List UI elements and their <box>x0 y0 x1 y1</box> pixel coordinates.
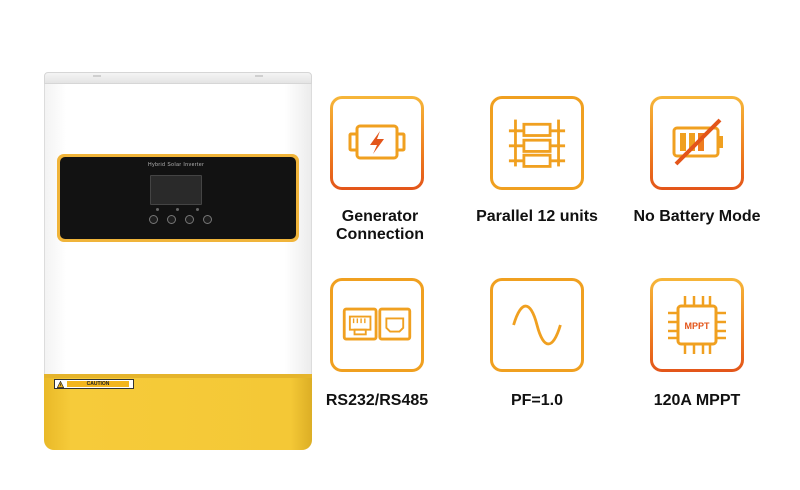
generator-icon <box>348 124 406 160</box>
status-led <box>156 208 159 211</box>
inverter-image: Hybrid Solar Inverter CAUTION <box>44 72 312 450</box>
inverter-top-cap <box>44 72 312 84</box>
feature-label-no-battery: No Battery Mode <box>633 208 761 225</box>
mppt-chip-icon: MPPT <box>668 296 726 354</box>
inverter-control-panel: Hybrid Solar Inverter <box>57 154 299 242</box>
inverter-bottom-cover: CAUTION <box>44 374 312 450</box>
panel-button <box>149 215 158 224</box>
sine-wave-icon <box>512 304 562 346</box>
no-battery-icon <box>672 118 723 166</box>
feature-tile-generator <box>330 96 424 190</box>
feature-tile-ports <box>330 278 424 372</box>
panel-button <box>167 215 176 224</box>
inverter-lcd-screen <box>150 175 202 205</box>
feature-label-power-factor: PF=1.0 <box>510 392 564 409</box>
parallel-units-icon <box>508 119 566 168</box>
caution-label: CAUTION <box>67 381 129 387</box>
status-led <box>176 208 179 211</box>
feature-tile-no-battery <box>650 96 744 190</box>
mppt-icon-text: MPPT <box>684 321 710 331</box>
feature-label-generator: Generator Connection <box>336 208 424 243</box>
warning-icon <box>57 381 64 388</box>
feature-tile-parallel <box>490 96 584 190</box>
panel-button <box>185 215 194 224</box>
feature-tile-power-factor <box>490 278 584 372</box>
inverter-model-text: Hybrid Solar Inverter <box>148 162 205 168</box>
panel-button <box>203 215 212 224</box>
communication-ports-icon <box>342 307 412 341</box>
feature-label-mppt: 120A MPPT <box>653 392 741 409</box>
status-led <box>196 208 199 211</box>
feature-label-ports: RS232/RS485 <box>325 392 429 409</box>
caution-sticker: CAUTION <box>54 379 134 389</box>
feature-label-parallel: Parallel 12 units <box>476 208 598 225</box>
feature-tile-mppt: MPPT <box>650 278 744 372</box>
